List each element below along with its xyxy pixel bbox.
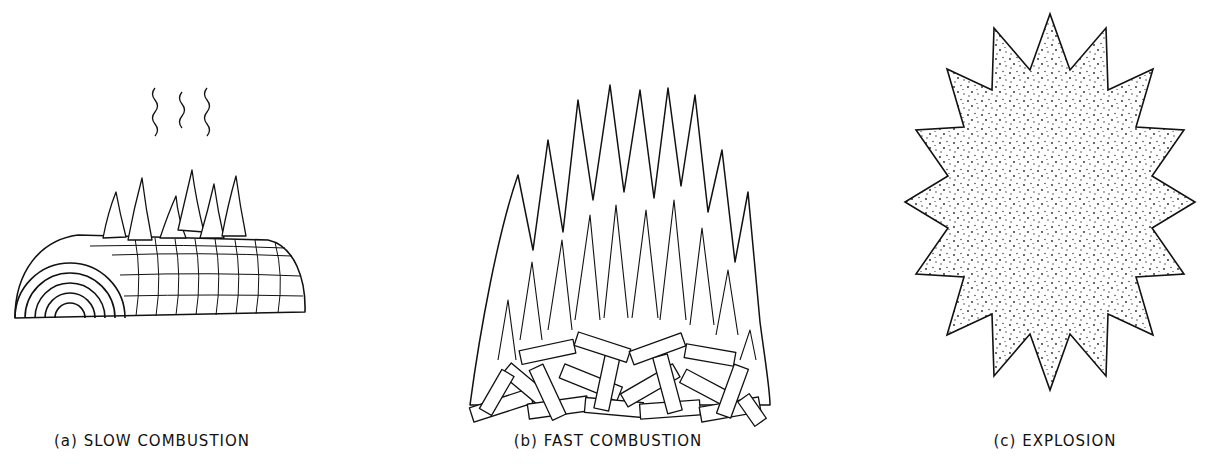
fire-drawing bbox=[469, 85, 770, 426]
log-drawing bbox=[15, 88, 305, 318]
figure-caption: (a) SLOW COMBUSTION bbox=[54, 432, 250, 450]
explosion-burst bbox=[905, 14, 1195, 390]
figure-caption: (c) EXPLOSION bbox=[993, 432, 1116, 450]
figure-caption: (b) FAST COMBUSTION bbox=[514, 432, 703, 450]
